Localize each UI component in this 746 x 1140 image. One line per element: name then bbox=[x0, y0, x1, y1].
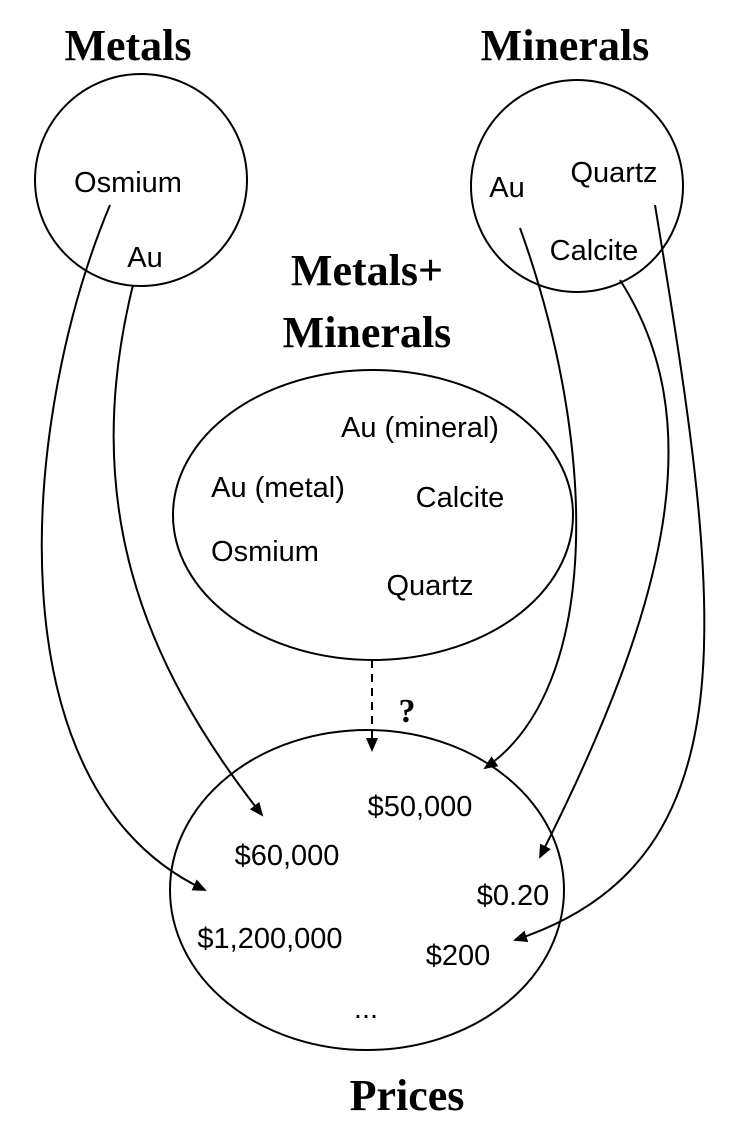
price-50000: $50,000 bbox=[368, 791, 473, 823]
metals-title: Metals bbox=[64, 21, 191, 70]
price-ellipsis: ... bbox=[354, 993, 378, 1025]
combined-item-quartz: Quartz bbox=[386, 570, 473, 602]
combined-item-au-metal: Au (metal) bbox=[211, 472, 345, 504]
arrow-calcite-to-price bbox=[539, 279, 670, 859]
combined-title-line1: Metals+ bbox=[291, 246, 443, 295]
arrow-quartz-to-price bbox=[513, 204, 706, 942]
combined-item-calcite: Calcite bbox=[416, 482, 505, 514]
combined-item-au-mineral: Au (mineral) bbox=[341, 412, 499, 444]
combined-item-osmium: Osmium bbox=[211, 536, 319, 568]
metals-item-au: Au bbox=[127, 242, 162, 274]
metals-set-circle bbox=[34, 73, 248, 287]
minerals-item-quartz: Quartz bbox=[570, 157, 657, 189]
price-1200000: $1,200,000 bbox=[197, 923, 342, 955]
arrow-au-mineral-to-price bbox=[483, 227, 578, 770]
price-60000: $60,000 bbox=[235, 840, 340, 872]
minerals-title: Minerals bbox=[481, 21, 650, 70]
prices-title: Prices bbox=[350, 1071, 465, 1120]
combined-title-line2: Minerals bbox=[283, 308, 452, 357]
minerals-set-circle bbox=[470, 79, 684, 293]
arrow-au-metal-to-price bbox=[112, 284, 264, 817]
price-200: $200 bbox=[426, 940, 491, 972]
metals-item-osmium: Osmium bbox=[74, 167, 182, 199]
prices-set-ellipse bbox=[169, 729, 565, 1051]
minerals-item-calcite: Calcite bbox=[550, 235, 639, 267]
price-0-20: $0.20 bbox=[477, 880, 550, 912]
minerals-item-au: Au bbox=[489, 172, 524, 204]
arrow-osmium-to-price bbox=[40, 204, 207, 891]
unknown-mapping-label: ? bbox=[399, 693, 416, 730]
